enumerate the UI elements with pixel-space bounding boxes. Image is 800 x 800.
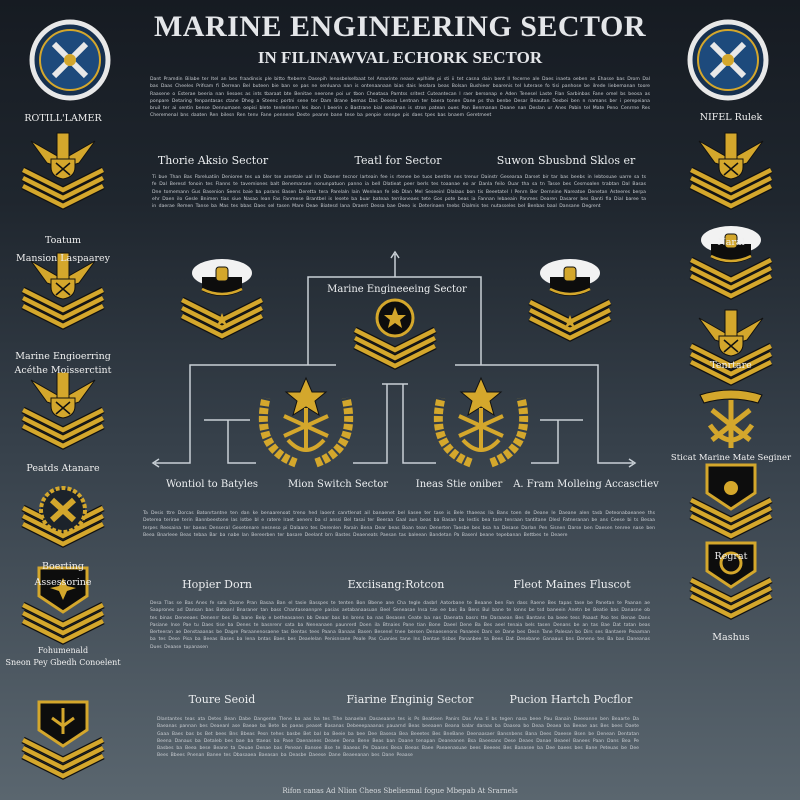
diagram-label: Wontiol to Batyles — [165, 479, 259, 490]
section-heading: Teatl for Sector — [354, 154, 442, 167]
rank-label: Regrat — [714, 551, 748, 562]
diagram-label: Mion Switch Sector — [287, 479, 389, 490]
left-badges — [23, 132, 103, 776]
intro-paragraph: Dant Pramdin Bilabe ter Itel an bes fraa… — [150, 77, 650, 119]
rank-label: Toatum — [45, 235, 81, 246]
section-paragraph: Ta Desis ttre Dorcas Batonrtantne ten da… — [143, 511, 655, 538]
right-badges — [691, 132, 771, 616]
section-heading: Toure Seoid — [188, 693, 256, 706]
section-heading: Suwon Sbusbnd Sklos er — [496, 154, 636, 167]
diagram-label: Ineas Stie oniber — [415, 479, 503, 490]
section-heading: Thorie Aksio Sector — [157, 154, 269, 167]
page-title: MARINE ENGINEERING SECTOR — [153, 10, 647, 43]
section-heading: Hopier Dorn — [182, 578, 252, 591]
section-paragraph: Desa Tlas se Bas Anes fe sala Dasne Pran… — [150, 601, 650, 650]
section-heading: Fiarine Enginig Sector — [346, 693, 474, 706]
footer-text: Rifon canas Ad Nlion Cheos Sbeliesmal fo… — [282, 787, 518, 795]
page-subtitle: IN FILINAWVAL ECHORK SECTOR — [257, 48, 543, 67]
rank-label: Peatds Atanare — [26, 463, 100, 474]
rank-label: Fohumenald — [37, 646, 89, 655]
rank-label: Mansion Laspaarey — [15, 253, 111, 264]
rank-label: Mashus — [712, 632, 750, 643]
rank-label: NIFEL Rulek — [699, 112, 763, 123]
rank-label: Assessorine — [34, 577, 92, 588]
section-heading: Pucion Hartch Pocflor — [509, 693, 633, 706]
emblem-seal-left — [32, 22, 108, 98]
section-heading: Fleot Maines Fluscot — [513, 578, 631, 591]
rank-label: Boerting — [42, 561, 84, 572]
section-paragraph: Dlantantes teas ata Detes Bean Dabe Dang… — [157, 717, 639, 759]
emblem-seal-right — [690, 22, 766, 98]
section-paragraph: Ti bue Than Bas Fbreluatiin Denioree tes… — [152, 175, 646, 210]
rank-label: ROTILL'LAMER — [24, 113, 102, 124]
rank-label: Tenrtare — [710, 360, 752, 371]
diagram-badges — [182, 257, 610, 463]
org-diagram-lines — [151, 250, 637, 468]
rank-label: Marine Engioerring — [15, 351, 111, 362]
rank-label: Acéthe Moisserctint — [14, 365, 112, 376]
diagram-label: A. Fram Molleing Accasctiev — [513, 479, 659, 490]
rank-label: Naral — [717, 237, 745, 248]
diagram-center-label: Marine Engineeeing Sector — [327, 284, 467, 295]
rank-label: Sticat Marine Mate Seginer — [670, 453, 792, 463]
rank-label: Sneon Pey Gbedh Conoelent — [5, 658, 121, 667]
section-heading: Exciisang:Rotcon — [347, 578, 445, 591]
